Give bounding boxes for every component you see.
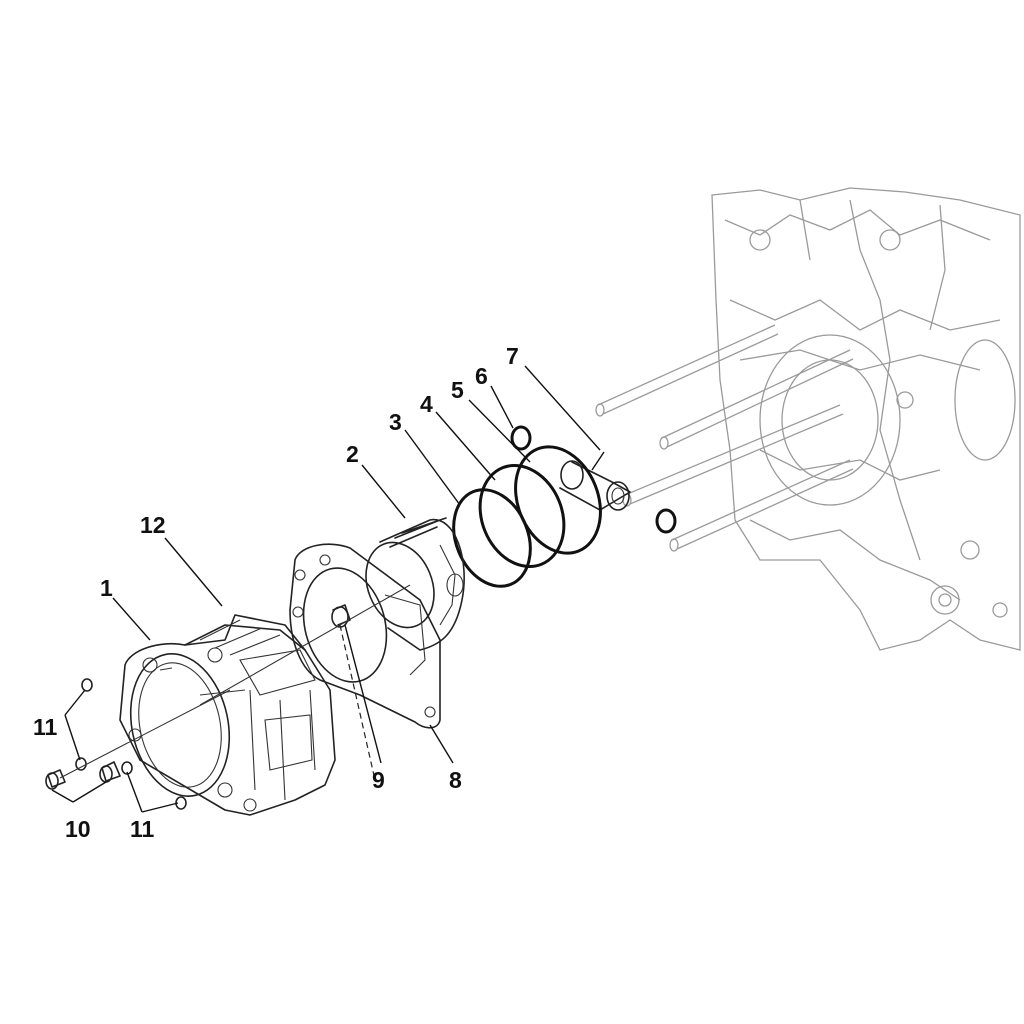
callout-labels: 1 2 3 4 5 6 7 8 9 10 11 11 12 — [33, 343, 519, 842]
piston — [365, 517, 465, 651]
nuts-and-washers — [45, 678, 187, 810]
callout-8: 8 — [449, 767, 462, 793]
callout-10: 10 — [65, 816, 91, 842]
callout-9: 9 — [372, 767, 385, 793]
piston-pin — [559, 460, 631, 511]
piston-rings — [452, 445, 602, 588]
circlips — [510, 425, 677, 534]
cylinder — [119, 614, 336, 816]
leader-lines — [51, 365, 605, 813]
callout-11-left: 11 — [33, 714, 58, 740]
callout-4: 4 — [420, 391, 433, 417]
cylinder-studs — [595, 324, 854, 552]
callout-1: 1 — [100, 575, 113, 601]
assembly-axes — [59, 584, 411, 781]
callout-11-bottom: 11 — [130, 816, 155, 842]
callout-12: 12 — [140, 512, 166, 538]
callout-5: 5 — [451, 377, 464, 403]
crankcase — [711, 187, 1021, 651]
callout-2: 2 — [346, 441, 359, 467]
callout-3: 3 — [389, 409, 402, 435]
callout-6: 6 — [475, 363, 488, 389]
callout-7: 7 — [506, 343, 519, 369]
dowel-pin — [331, 604, 351, 628]
